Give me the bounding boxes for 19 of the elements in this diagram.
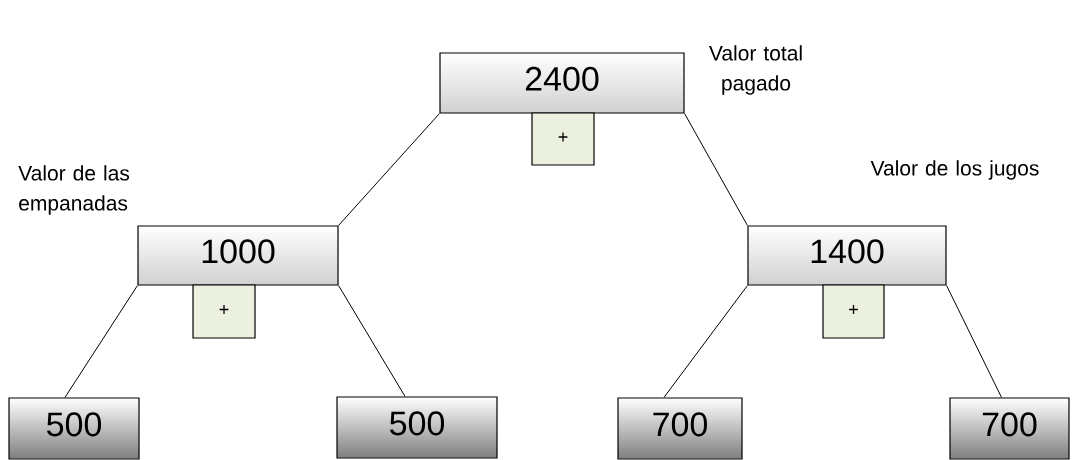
connector-line <box>663 285 748 398</box>
value-box: 2400 <box>439 52 685 114</box>
connector-line <box>338 285 406 397</box>
annotation-text: Valor de los jugos <box>870 160 1039 180</box>
value-box: 500 <box>8 397 140 460</box>
connector-line <box>64 285 138 398</box>
annotation-text: Valor de las empanadas <box>18 165 130 215</box>
value-box: 700 <box>949 397 1070 460</box>
connector-line <box>946 285 1002 398</box>
value-box: 500 <box>336 396 498 459</box>
value-box: 1400 <box>747 225 947 286</box>
value-box: 700 <box>617 397 743 460</box>
connector-line <box>684 113 748 226</box>
annotation-text: Valor total pagado <box>709 45 802 95</box>
connector-line <box>338 113 440 226</box>
plus-box: + <box>192 284 256 339</box>
value-box: 1000 <box>137 225 339 286</box>
plus-box: + <box>822 284 885 339</box>
plus-box: + <box>531 112 595 166</box>
